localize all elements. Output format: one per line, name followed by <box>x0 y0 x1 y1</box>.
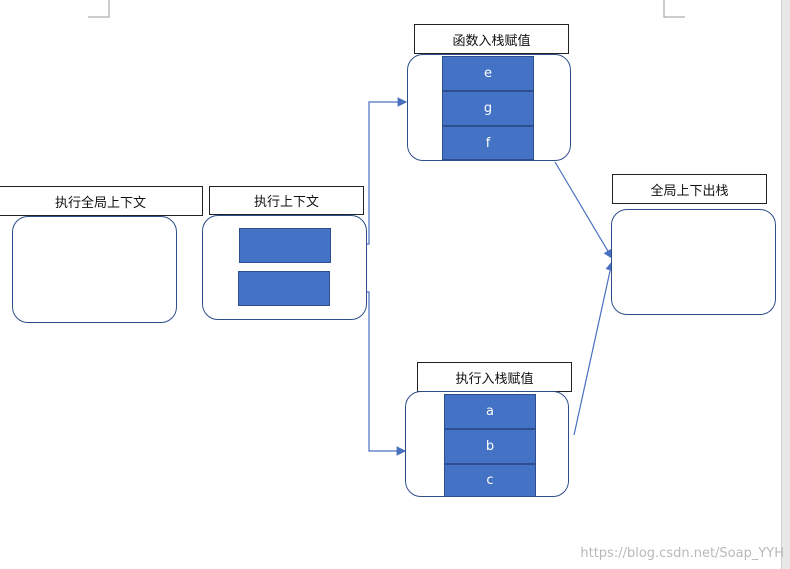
exec-stack-label: 执行入栈赋值 <box>417 362 572 392</box>
corner-mark-left-icon <box>88 0 110 18</box>
func-stack-cell: g <box>442 91 534 126</box>
global-context-box <box>12 216 177 323</box>
func-stack-cell: e <box>442 56 534 91</box>
exec-stack-cell: c <box>444 464 536 497</box>
arrow-exec-to-global-out <box>573 260 615 436</box>
exec-context-bar-1 <box>239 228 331 263</box>
func-stack-label: 函数入栈赋值 <box>414 24 569 54</box>
watermark: https://blog.csdn.net/Soap_YYH <box>580 546 784 561</box>
global-out-label: 全局上下出栈 <box>612 174 767 204</box>
page-edge <box>781 0 790 569</box>
exec-context-bar-2 <box>238 271 330 306</box>
global-context-label: 执行全局上下文 <box>0 186 203 216</box>
exec-context-label: 执行上下文 <box>209 186 364 215</box>
func-stack-cell: f <box>442 126 534 160</box>
exec-stack-cell: b <box>444 429 536 464</box>
arrow-func-to-global-out <box>554 161 613 260</box>
global-out-box <box>611 209 776 315</box>
corner-mark-right-icon <box>663 0 685 18</box>
exec-stack-cell: a <box>444 394 536 429</box>
